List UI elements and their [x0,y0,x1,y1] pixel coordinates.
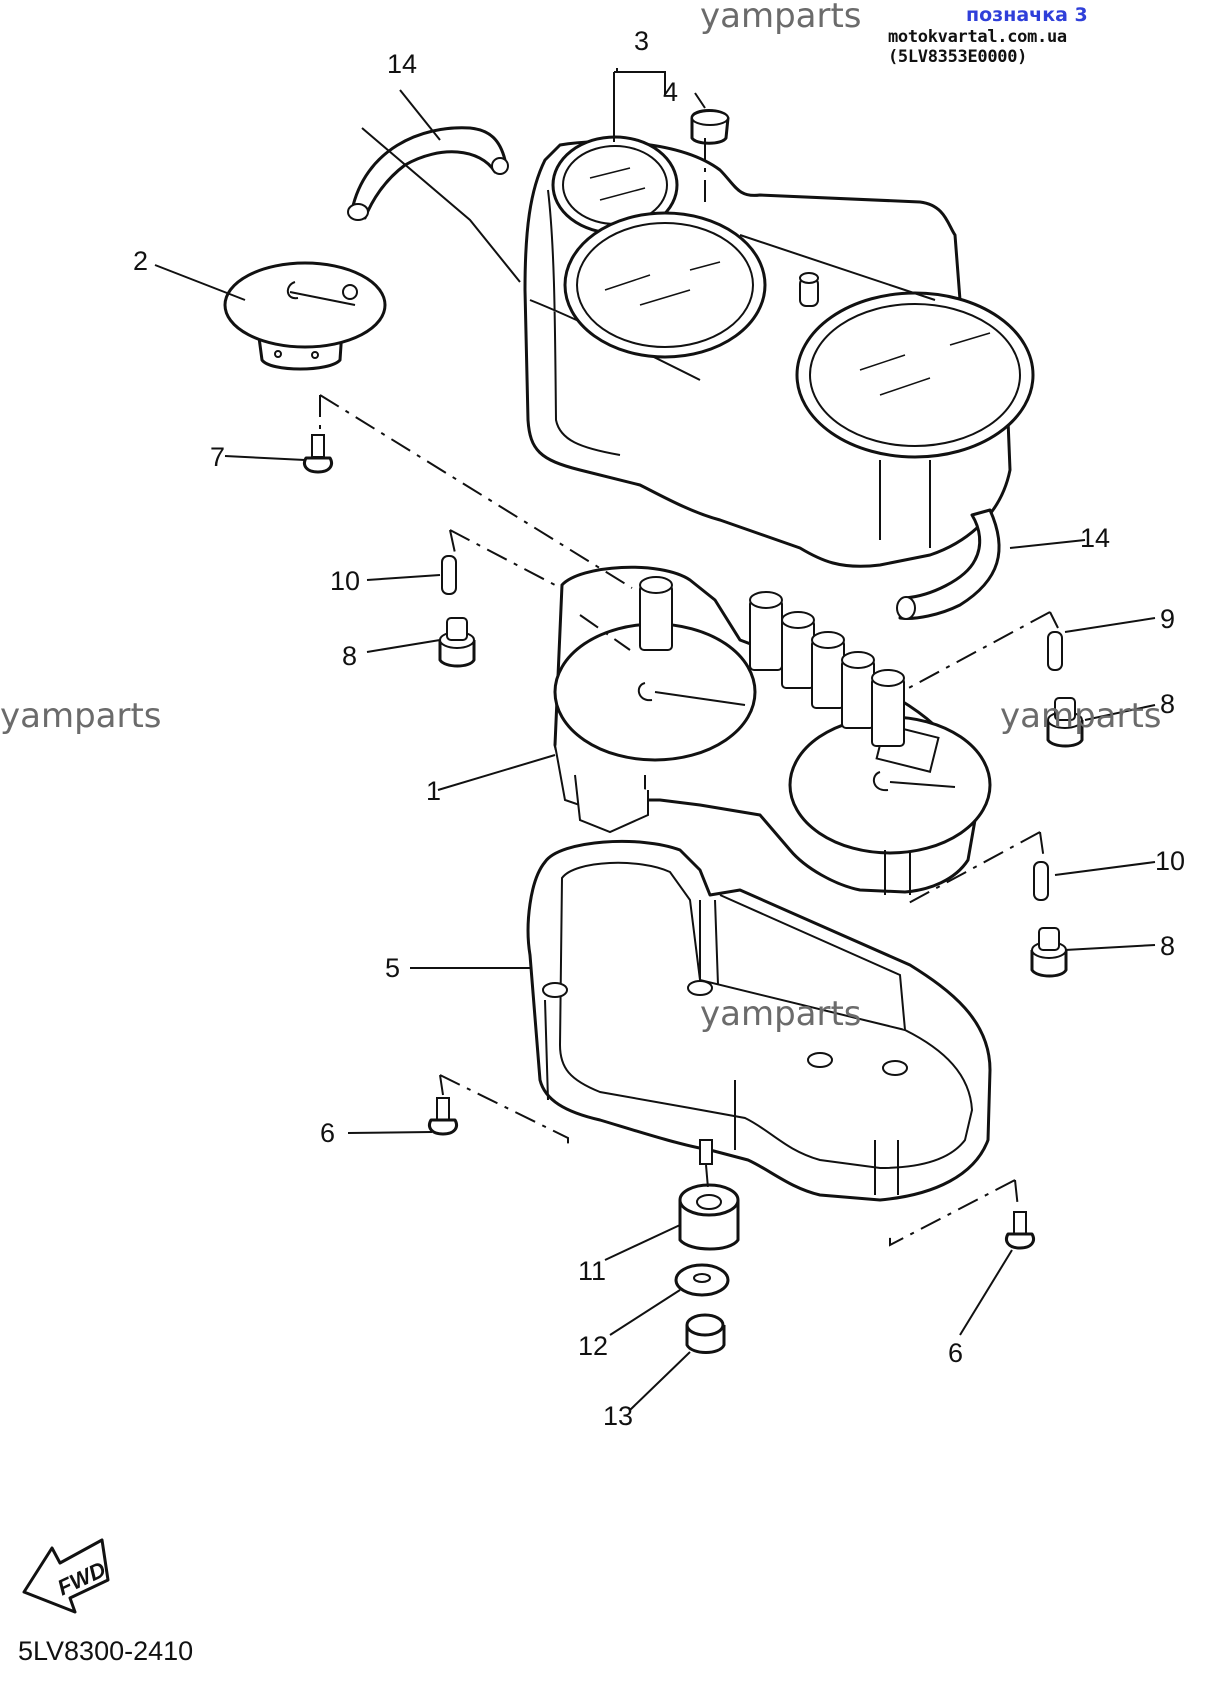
socket-part-8-mid[interactable] [1046,697,1084,748]
label-part-4: 4 [663,77,678,107]
watermark-center: yamparts [700,994,862,1034]
label-part-8-right: 8 [1160,931,1175,961]
watermarks: yamparts yamparts yamparts yamparts [0,0,1162,1034]
bulb-part-9[interactable] [1047,631,1063,671]
label-part-14-lower: 14 [1080,523,1110,553]
washer-part-12[interactable] [674,1263,730,1297]
label-part-8-left: 8 [342,641,357,671]
label-part-8-mid: 8 [1160,689,1175,719]
diagram-reference-link[interactable]: позначка 3 [966,4,1088,26]
part-number-labels: 14 3 4 2 7 14 10 8 9 8 1 10 5 8 6 11 12 … [133,26,1185,1431]
source-caption: motokvartal.com.ua (5LV8353E0000) [888,27,1067,67]
nut-part-13[interactable] [685,1313,726,1354]
grommet-part-4[interactable] [690,109,730,145]
label-part-13: 13 [603,1401,633,1431]
bracket-part-14-upper[interactable] [347,126,509,221]
label-part-6-right: 6 [948,1338,963,1368]
meter-case-part-5[interactable] [526,839,992,1202]
screw-part-6-left[interactable] [428,1097,458,1136]
stud-part-5 [699,1139,713,1165]
label-part-7: 7 [210,442,225,472]
label-part-3: 3 [634,26,649,56]
bulb-part-10-right[interactable] [1033,861,1049,901]
screw-part-6-right[interactable] [1005,1211,1035,1250]
label-part-11: 11 [578,1256,606,1286]
label-part-10-right: 10 [1155,846,1185,876]
watermark-left: yamparts [0,696,162,736]
meter-assembly-part-1[interactable] [553,565,992,895]
forward-direction-icon: FWD [22,1538,110,1614]
bulb-part-10-left[interactable] [441,555,457,595]
screw-part-7[interactable] [303,434,333,474]
bracket-part-14-lower[interactable] [896,508,1001,620]
label-part-2: 2 [133,246,148,276]
watermark-right: yamparts [1000,696,1162,736]
diagram-code: 5LV8300-2410 [18,1636,194,1666]
label-part-10-left: 10 [330,566,360,596]
socket-part-8-left[interactable] [438,617,476,668]
grommet-part-11[interactable] [678,1183,740,1251]
label-part-9: 9 [1160,604,1175,634]
label-part-5: 5 [385,953,400,983]
assembly-guide-lines [319,127,1059,1247]
label-part-1: 1 [426,776,441,806]
meter-cover-part-3[interactable] [523,135,1035,568]
leader-lines [154,68,1156,1411]
label-part-12: 12 [578,1331,608,1361]
watermark-top: yamparts [700,0,862,36]
gauge-part-2[interactable] [223,261,387,371]
socket-part-8-right[interactable] [1030,927,1068,978]
label-part-14-upper: 14 [387,49,417,79]
label-part-6-left: 6 [320,1118,335,1148]
